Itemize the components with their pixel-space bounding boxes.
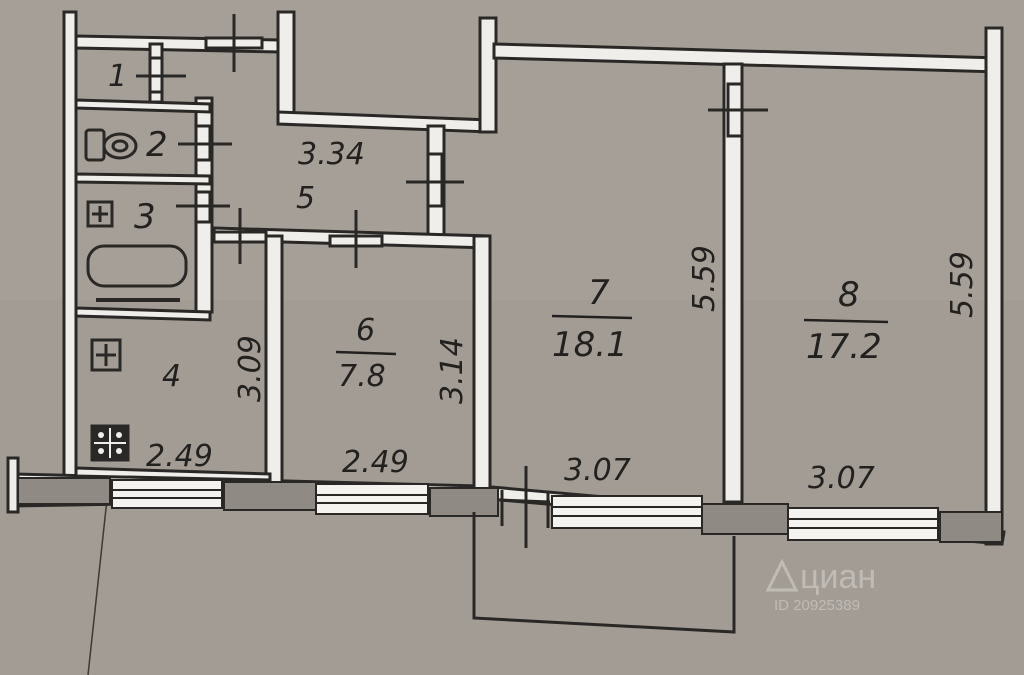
- room-3-number: 3: [134, 197, 156, 237]
- wall-column-hall: [276, 10, 296, 120]
- room-6-area: 7.8: [338, 359, 386, 394]
- wall-room7-room8: [722, 62, 744, 504]
- room-8-area: 17.2: [806, 327, 882, 367]
- room-8-number: 8: [838, 275, 860, 315]
- wall-right-outer: [984, 26, 1004, 546]
- dim-hall-width: 3.34: [298, 137, 365, 172]
- dim-room6-width: 2.49: [342, 445, 409, 480]
- room-5-number: 5: [296, 181, 315, 216]
- wall-piers: [17, 477, 1003, 543]
- partition-1-2: [74, 98, 212, 114]
- windows: [111, 479, 939, 541]
- dim-kitchen-width: 2.49: [146, 439, 213, 474]
- window-kitchen: [111, 479, 223, 509]
- dim-room8-width: 3.07: [808, 461, 875, 496]
- window-room6: [315, 483, 429, 515]
- door-2: [178, 124, 232, 162]
- partition-2-3: [74, 172, 212, 186]
- room-6-number: 6: [356, 313, 375, 348]
- partition-3-4: [74, 306, 212, 322]
- door-6: [328, 210, 384, 268]
- door-7: [406, 152, 464, 208]
- dim-room6-depth: 3.14: [435, 337, 470, 404]
- door-1: [136, 56, 186, 94]
- kitchen-sink-icon: [90, 338, 122, 372]
- dim-kitchen-depth: 3.09: [233, 335, 268, 402]
- bathtub-icon: [86, 244, 188, 288]
- room-2-number: 2: [146, 125, 168, 165]
- dimension-labels: 3.34 3.09 2.49 3.14 2.49 5.59 3.07 5.59 …: [146, 137, 980, 496]
- door-8: [708, 82, 768, 138]
- room7-fraction-bar: [551, 314, 633, 320]
- dim-room7-width: 3.07: [564, 453, 631, 488]
- balcony: [472, 512, 736, 634]
- room6-fraction-bar: [335, 350, 397, 356]
- wall-left-outer: [62, 10, 78, 478]
- watermark-logo-icon: [765, 558, 799, 592]
- pier-5: [939, 511, 1003, 543]
- pier-1: [17, 477, 111, 505]
- window-room7: [551, 495, 703, 529]
- stove-icon: [90, 424, 130, 462]
- pier-4: [701, 503, 789, 535]
- watermark-brand: циан: [800, 558, 876, 596]
- watermark-id: ID 20925389: [774, 597, 860, 614]
- fraction-bars: [335, 314, 889, 356]
- window-room8: [787, 507, 939, 541]
- room-7-area: 18.1: [552, 325, 628, 365]
- dim-room8-depth: 5.59: [945, 251, 980, 318]
- door-entrance: [204, 14, 264, 72]
- dim-room7-depth: 5.59: [687, 245, 722, 312]
- room8-fraction-bar: [803, 318, 889, 324]
- room-7-number: 7: [588, 273, 610, 313]
- room-1-number: 1: [108, 59, 127, 94]
- watermark: циан ID 20925389: [765, 558, 876, 614]
- wall-left-stub: [6, 456, 20, 514]
- balcony-door: [499, 466, 551, 548]
- pier-3: [429, 487, 499, 517]
- door-3: [176, 190, 230, 224]
- wall-room6-room7: [472, 234, 492, 492]
- sink-icon: [86, 200, 114, 228]
- room-4-number: 4: [162, 359, 181, 394]
- wall-kitchen-bottom: [74, 466, 272, 482]
- guide-line: [87, 489, 109, 675]
- room-labels: 1 2 3 4 5 6 7.8 7 18.1 8 17.2: [108, 59, 882, 394]
- door-4: [212, 208, 268, 264]
- doors: [136, 14, 768, 268]
- pier-2: [223, 481, 317, 511]
- toilet-icon: [84, 128, 138, 162]
- wall-kitchen-room6: [264, 234, 284, 486]
- wall-room7-left-top: [478, 16, 498, 134]
- fixtures: [84, 128, 188, 462]
